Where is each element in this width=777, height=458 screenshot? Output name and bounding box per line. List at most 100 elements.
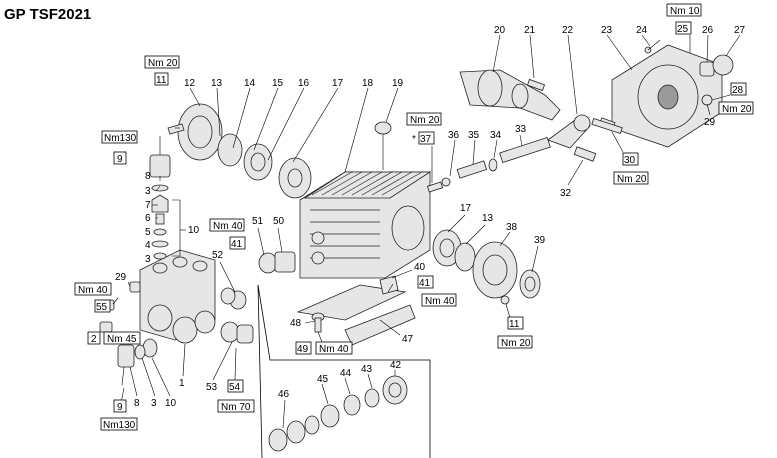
callout-16: 16 xyxy=(298,78,310,89)
callout-34: 34 xyxy=(490,130,502,141)
front-bearing-stack xyxy=(167,103,312,199)
callout-43: 43 xyxy=(361,364,373,375)
ref-number: 11 xyxy=(509,319,520,330)
torque-value: Nm130 xyxy=(104,133,137,144)
torque-value: Nm 40 xyxy=(425,296,455,307)
torque-value: Nm130 xyxy=(103,420,136,431)
callout-numbers: 12 13 14 15 16 17 18 19 20 21 22 23 24 2… xyxy=(115,25,746,409)
plunger-sleeves xyxy=(220,251,296,344)
callout-39: 39 xyxy=(534,235,546,246)
callout-46: 46 xyxy=(278,389,290,400)
pump-head xyxy=(139,249,216,344)
torque-value: Nm 70 xyxy=(221,402,251,413)
diagram-title: GP TSF2021 xyxy=(4,6,92,23)
rear-cover-fittings xyxy=(591,39,734,134)
ref-number: 30 xyxy=(624,155,636,166)
callout-22: 22 xyxy=(562,25,574,36)
ref-number: 2 xyxy=(91,334,97,345)
callout-40: 40 xyxy=(414,262,426,273)
callout-8-bottom: 8 xyxy=(134,398,140,409)
ref-number: 9 xyxy=(117,154,123,165)
ref-number: 37 xyxy=(420,134,432,145)
oil-dipstick xyxy=(374,121,392,170)
torque-value: Nm 40 xyxy=(78,285,108,296)
callout-26: 26 xyxy=(702,25,714,36)
callout-4: 4 xyxy=(145,240,151,251)
callout-13-rear: 13 xyxy=(482,213,494,224)
crankshaft xyxy=(459,69,561,121)
callout-3-mid: 3 xyxy=(145,254,151,265)
ref-number: 28 xyxy=(732,85,744,96)
callout-13: 13 xyxy=(211,78,223,89)
callout-50: 50 xyxy=(273,216,285,227)
callout-18: 18 xyxy=(362,78,374,89)
callout-8-top: 8 xyxy=(145,171,151,182)
callout-15: 15 xyxy=(272,78,284,89)
rear-cover xyxy=(611,44,723,148)
callout-10-bottom: 10 xyxy=(165,398,177,409)
callout-3-top: 3 xyxy=(145,186,151,197)
torque-value: Nm 10 xyxy=(670,6,700,17)
torque-value: Nm 45 xyxy=(107,334,137,345)
valve-stack xyxy=(149,154,171,260)
torque-value: Nm 20 xyxy=(722,104,752,115)
seal-kit-inset xyxy=(257,284,431,458)
key xyxy=(526,78,546,92)
callout-42: 42 xyxy=(390,360,402,371)
callout-52: 52 xyxy=(212,250,224,261)
callout-20: 20 xyxy=(494,25,506,36)
ref-number: 9 xyxy=(117,402,123,413)
callout-27: 27 xyxy=(734,25,746,36)
leader-lines xyxy=(109,34,741,429)
torque-value: Nm 40 xyxy=(319,344,349,355)
callout-47: 47 xyxy=(402,334,414,345)
ref-number: 25 xyxy=(677,24,689,35)
callout-44: 44 xyxy=(340,368,352,379)
ref-number-box xyxy=(154,72,169,86)
rear-bearing-stack xyxy=(432,229,541,305)
torque-value: Nm 40 xyxy=(213,221,243,232)
callout-5: 5 xyxy=(145,227,151,238)
callout-53: 53 xyxy=(206,382,218,393)
callout-17: 17 xyxy=(332,78,344,89)
mounting-rails xyxy=(296,275,416,346)
ref-number: 49 xyxy=(297,344,309,355)
callout-6: 6 xyxy=(145,213,151,224)
torque-value: Nm 20 xyxy=(501,338,531,349)
callout-38: 38 xyxy=(506,222,518,233)
torque-value: Nm 20 xyxy=(148,58,178,69)
callout-32: 32 xyxy=(560,188,572,199)
callout-10-top: 10 xyxy=(188,225,200,236)
callout-7: 7 xyxy=(145,200,151,211)
crankcase xyxy=(299,171,432,279)
torque-boxes: Nm 20 11 Nm130 9 Nm 20 37 Nm 10 25 28 Nm… xyxy=(74,3,754,431)
callout-23: 23 xyxy=(601,25,613,36)
ref-number: 54 xyxy=(229,382,241,393)
callout-51: 51 xyxy=(252,216,264,227)
callout-12: 12 xyxy=(184,78,196,89)
callout-1: 1 xyxy=(179,378,185,389)
callout-21: 21 xyxy=(524,25,536,36)
torque-value: Nm 20 xyxy=(617,174,647,185)
callout-17-rear: 17 xyxy=(460,203,472,214)
callout-asterisk: * xyxy=(412,134,416,145)
lower-valve-stack xyxy=(117,338,158,368)
callout-24: 24 xyxy=(636,25,648,36)
callout-19: 19 xyxy=(392,78,404,89)
callout-29-left: 29 xyxy=(115,272,127,283)
callout-29-rear: 29 xyxy=(704,117,716,128)
callout-48: 48 xyxy=(290,318,302,329)
torque-value: Nm 20 xyxy=(410,115,440,126)
ref-number: 41 xyxy=(231,239,243,250)
callout-35: 35 xyxy=(468,130,480,141)
callout-3-bottom: 3 xyxy=(151,398,157,409)
torque-value-box xyxy=(144,55,180,69)
ref-number: 41 xyxy=(419,278,431,289)
ref-number: 11 xyxy=(156,75,167,86)
callout-14: 14 xyxy=(244,78,256,89)
plunger-assembly xyxy=(426,137,551,193)
callout-33: 33 xyxy=(515,124,527,135)
callout-36: 36 xyxy=(448,130,460,141)
